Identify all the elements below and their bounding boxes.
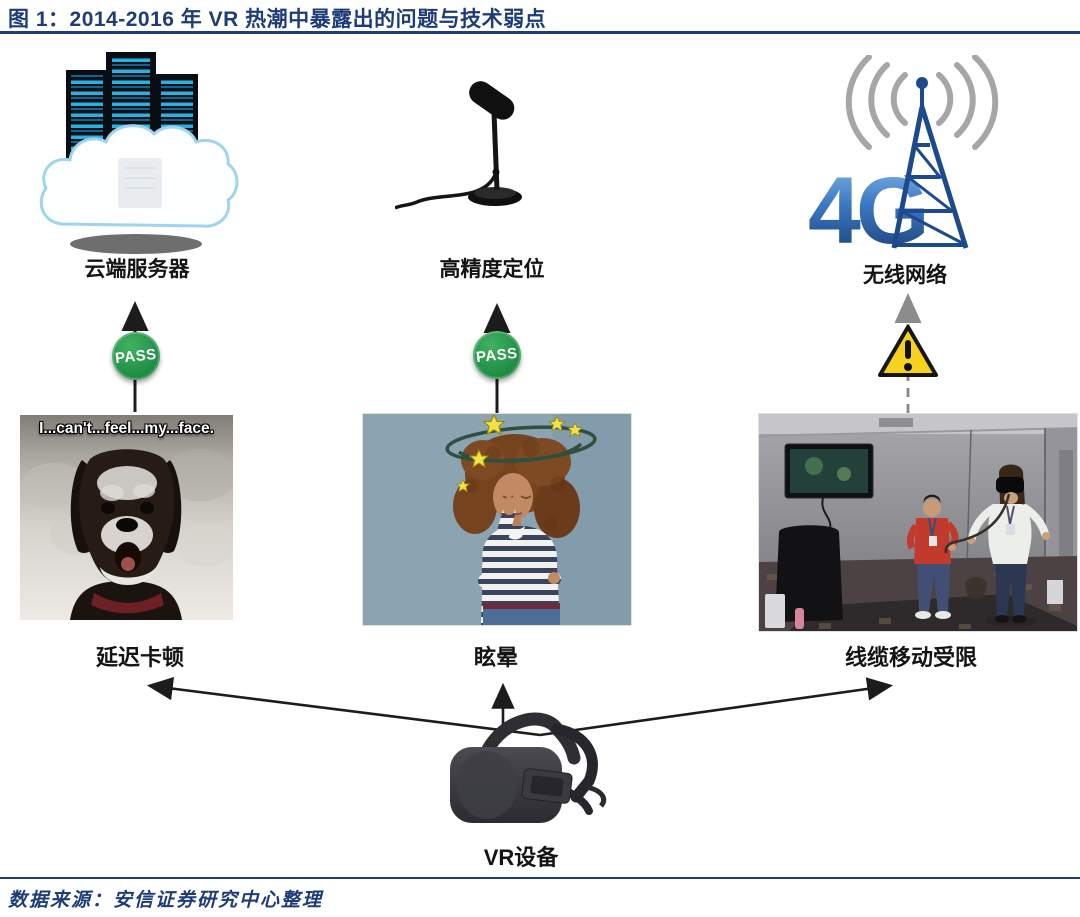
- snow-dog-illustration: [21, 449, 233, 620]
- tech-label-cloud-server: 云端服务器: [84, 258, 190, 281]
- arrow-vr-to-lag: [146, 676, 541, 737]
- tracking-sensor-icon: [395, 81, 522, 210]
- figure-title: 图 1：2014-2016 年 VR 热潮中暴露出的问题与技术弱点: [8, 8, 547, 31]
- footer-rule: [0, 877, 1080, 879]
- pass-badge-positioning: PASS: [473, 331, 521, 379]
- radio-waves-icon: [845, 55, 999, 150]
- lag-meme-photo: I...can't...feel...my...face.: [20, 415, 233, 620]
- radio-tower-icon: [891, 85, 969, 249]
- problem-label-dizzy: 眩晕: [473, 645, 519, 670]
- vr-device-label: VR设备: [483, 845, 559, 870]
- 4g-wireless-tower-icon: 4G: [808, 55, 999, 255]
- meme-caption: I...can't...feel...my...face.: [39, 420, 214, 437]
- tethered-vr-room-photo: [758, 413, 1078, 632]
- tech-label-positioning: 高精度定位: [439, 258, 545, 281]
- title-rule: [0, 31, 1080, 34]
- vr-headset-icon: [450, 712, 607, 823]
- tether-cable: [944, 493, 1011, 554]
- arrow-vr-to-cable: [539, 677, 894, 737]
- pass-badge-label: PASS: [114, 345, 158, 367]
- problem-label-cable: 线缆移动受限: [844, 645, 978, 670]
- pass-badge-cloud: PASS: [112, 332, 160, 380]
- dizzy-swirl: [445, 425, 597, 463]
- pass-badge-label: PASS: [475, 344, 519, 366]
- dizzy-woman-photo: [362, 413, 632, 626]
- tech-label-wireless: 无线网络: [863, 264, 947, 287]
- cloud-shadow: [70, 234, 202, 254]
- wall-tv: [784, 443, 874, 533]
- warning-triangle-icon: [878, 325, 938, 377]
- cloud-server-icon: [39, 52, 239, 254]
- problem-label-lag: 延迟卡顿: [95, 645, 185, 670]
- data-source-note: 数据来源：安信证券研究中心整理: [8, 890, 324, 911]
